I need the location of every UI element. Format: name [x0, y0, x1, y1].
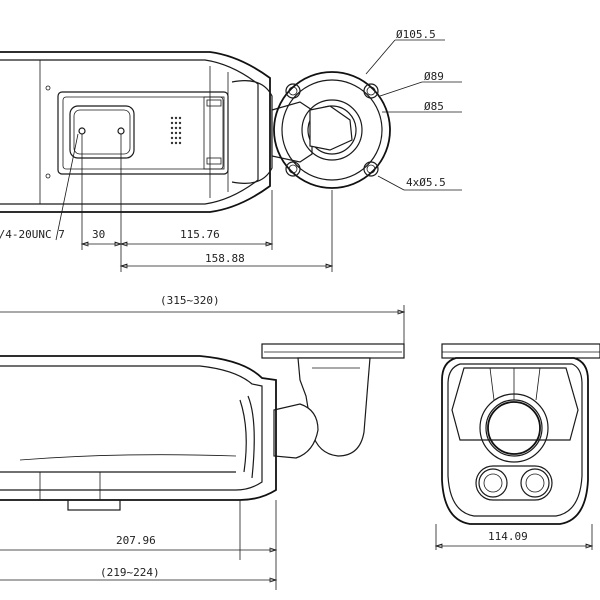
- dim-30: 30: [92, 228, 105, 241]
- dim-ring-diameter-2: Ø85: [424, 100, 444, 113]
- top-view-body: [0, 51, 313, 213]
- front-view: [434, 343, 600, 550]
- dim-115: 115.76: [180, 228, 220, 241]
- side-view: [0, 305, 406, 590]
- dim-158: 158.88: [205, 252, 245, 265]
- top-view-leaders: [55, 39, 462, 272]
- dim-mount-diameter: Ø105.5: [396, 28, 436, 41]
- dim-holes: 4xØ5.5: [406, 176, 446, 189]
- dim-body-length: 207.96: [116, 534, 156, 547]
- dim-body-range: (219~224): [100, 566, 160, 579]
- dim-front-width: 114.09: [488, 530, 528, 543]
- dim-total-length: (315~320): [160, 294, 220, 307]
- dim-thread: 1/4-20UNC 7: [0, 228, 65, 241]
- top-view-mount: [273, 71, 391, 189]
- vent-dots: [170, 116, 182, 145]
- dim-ring-diameter-1: Ø89: [424, 70, 444, 83]
